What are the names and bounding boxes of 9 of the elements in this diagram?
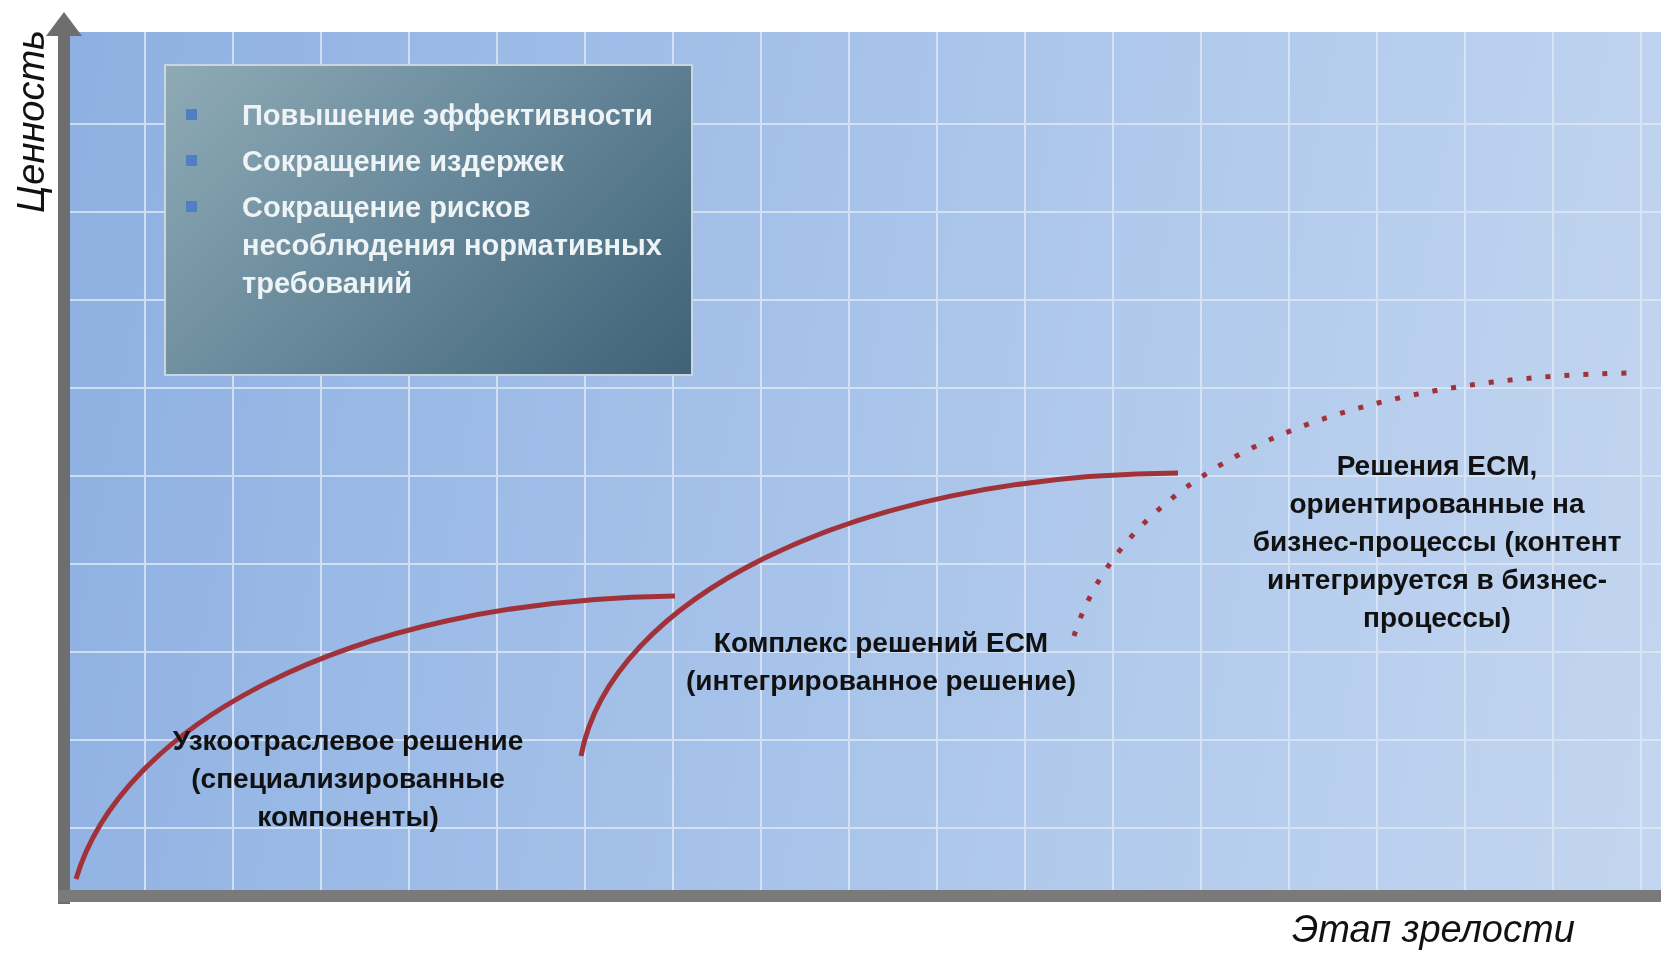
list-item: Сокращение рисков несоблюдения нормативных требований (242, 190, 663, 301)
list-item: Сокращение издержек (242, 144, 565, 179)
axis-title: Этап зрелости (1292, 908, 1575, 951)
stage-label: Решения ECM, ориентированные на бизнес-процессы (контент интегрируется в бизнес-процессы) (1251, 449, 1623, 635)
stage-label: Узкоотраслевое решение (специализированные компоненты) (171, 724, 525, 834)
list-item: Повышение эффективности (242, 98, 653, 133)
info-box (164, 64, 693, 376)
stage-label: Комплекс решений ECM (интегрированное решение) (684, 626, 1078, 698)
axis-title: Ценность (10, 29, 54, 214)
